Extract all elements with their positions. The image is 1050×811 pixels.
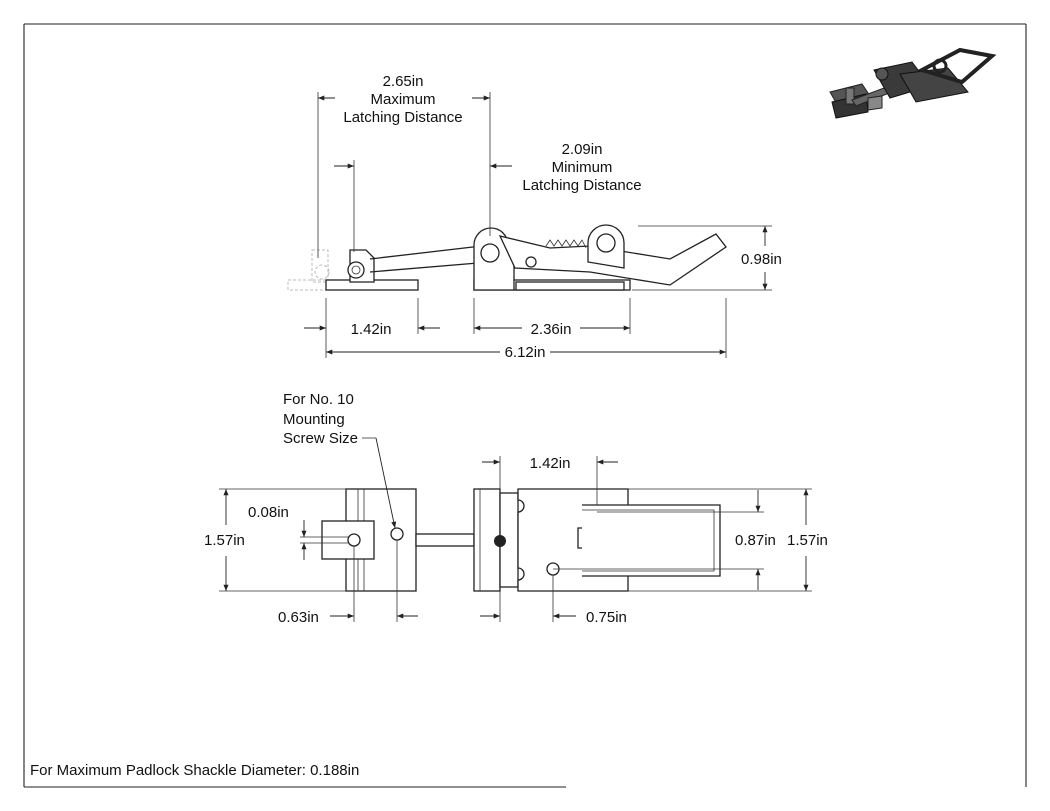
dim-height: 0.98in bbox=[632, 225, 782, 291]
screw-size-note: For No. 10 Mounting Screw Size bbox=[283, 391, 397, 529]
dim-overall-length: 6.12in bbox=[326, 298, 727, 361]
dim-keeper-hole-offset: 0.08in bbox=[248, 504, 348, 560]
dim-base-hole-offset: 0.75in bbox=[480, 575, 627, 626]
max-latching-label-1: Maximum bbox=[370, 91, 435, 108]
latch-rod-top bbox=[415, 533, 475, 547]
handle-width-value: 0.87in bbox=[735, 532, 776, 549]
keeper-width-value: 1.57in bbox=[204, 532, 245, 549]
padlock-eye-side bbox=[587, 224, 625, 269]
height-value: 0.98in bbox=[741, 251, 782, 268]
keeper-top bbox=[321, 488, 417, 592]
screw-note-line-3: Screw Size bbox=[283, 430, 358, 447]
dim-base-length: 2.36in bbox=[473, 298, 631, 338]
dim-base-hole-spacing: 1.42in bbox=[482, 455, 618, 505]
overall-length-value: 6.12in bbox=[505, 344, 546, 361]
dim-keeper-hole-spacing: 0.63in bbox=[278, 540, 418, 626]
base-length-value: 2.36in bbox=[531, 321, 572, 338]
max-latching-value: 2.65in bbox=[383, 73, 424, 90]
min-latching-label-2: Latching Distance bbox=[522, 177, 641, 194]
screw-note-line-1: For No. 10 bbox=[283, 391, 354, 408]
dim-handle-width: 0.87in bbox=[553, 490, 776, 590]
dim-keeper-length: 1.42in bbox=[304, 298, 440, 358]
min-latching-value: 2.09in bbox=[562, 141, 603, 158]
base-hole-spacing-value: 1.42in bbox=[530, 455, 571, 472]
keeper-side bbox=[325, 249, 419, 291]
base-hole-offset-value: 0.75in bbox=[586, 609, 627, 626]
max-latching-label-2: Latching Distance bbox=[343, 109, 462, 126]
handle-loop-top bbox=[582, 504, 721, 577]
keeper-length-value: 1.42in bbox=[351, 321, 392, 338]
isometric-preview bbox=[829, 47, 997, 119]
top-view: For No. 10 Mounting Screw Size 0.08in 1.… bbox=[204, 391, 828, 626]
dim-max-latching: 2.65in Maximum Latching Distance bbox=[317, 73, 491, 258]
footer-note: For Maximum Padlock Shackle Diameter: 0.… bbox=[30, 762, 359, 779]
dim-base-width: 1.57in bbox=[628, 488, 828, 592]
pivot-block-top bbox=[473, 488, 519, 592]
keeper-hole-offset-value: 0.08in bbox=[248, 504, 289, 521]
keeper-hole-spacing-value: 0.63in bbox=[278, 609, 319, 626]
drawing-border bbox=[23, 23, 1027, 788]
latch-wire-side bbox=[369, 244, 491, 273]
side-view: 2.65in Maximum Latching Distance 2.09in … bbox=[287, 73, 782, 361]
dim-keeper-width: 1.57in bbox=[204, 488, 346, 592]
dim-min-latching: 2.09in Minimum Latching Distance bbox=[334, 141, 642, 252]
base-width-value: 1.57in bbox=[787, 532, 828, 549]
screw-note-line-2: Mounting bbox=[283, 411, 345, 428]
min-latching-label-1: Minimum bbox=[552, 159, 613, 176]
